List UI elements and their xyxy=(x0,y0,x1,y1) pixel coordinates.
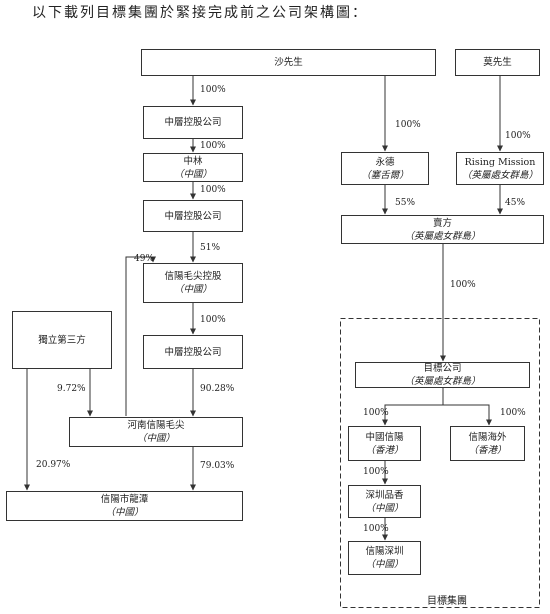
entity-zgxy: 中國信陽 （香港） xyxy=(348,426,421,461)
entity-rising-name: Rising Mission xyxy=(464,156,536,168)
entity-xymj: 信陽毛尖控股 （中國） xyxy=(143,263,243,303)
entity-henan: 河南信陽毛尖 （中國） xyxy=(69,417,243,447)
entity-seller: 賣方 （英屬處女群島） xyxy=(341,215,544,244)
pct-target-zgxy: 100% xyxy=(363,408,389,418)
pct-third-henan: 9.72% xyxy=(57,384,86,394)
pct-zgxy-szpx: 100% xyxy=(363,467,389,477)
pct-target-xyhw: 100% xyxy=(500,408,526,418)
chart-heading: 以下載列目標集團於緊接完成前之公司架構圖： xyxy=(32,5,368,21)
entity-zgxy-jurisdiction: （香港） xyxy=(365,444,404,456)
entity-xyhw-jurisdiction: （香港） xyxy=(468,444,507,456)
target-group-label: 目標集團 xyxy=(427,596,467,607)
pct-zc2-xymj: 51% xyxy=(200,243,221,253)
entity-xymj-name: 信陽毛尖控股 xyxy=(164,271,222,282)
entity-xysz-name: 信陽深圳 xyxy=(365,546,404,557)
target-group-boundary xyxy=(340,318,540,608)
entity-henan-jurisdiction: （中國） xyxy=(136,433,175,444)
entity-xyhw: 信陽海外 （香港） xyxy=(450,426,525,461)
edge-henan-xymj xyxy=(125,256,156,416)
pct-sha-yongde: 100% xyxy=(395,120,421,130)
pct-zc1-zhonglin: 100% xyxy=(200,141,226,151)
edge-target-branch xyxy=(382,388,444,426)
entity-xymj-jurisdiction: （中國） xyxy=(173,284,212,295)
entity-seller-name: 賣方 xyxy=(432,217,452,229)
entity-longtan-jurisdiction: （中國） xyxy=(105,507,144,518)
entity-zhonglin-jurisdiction: （中國） xyxy=(173,168,212,180)
entity-seller-jurisdiction: （英屬處女群島） xyxy=(404,230,481,242)
entity-zc3: 中層控股公司 xyxy=(143,335,243,369)
entity-zc2-name: 中層控股公司 xyxy=(164,210,222,222)
entity-xysz: 信陽深圳 （中國） xyxy=(348,541,421,575)
entity-yongde: 永德 （塞舌爾） xyxy=(341,152,429,185)
entity-target-name: 目標公司 xyxy=(423,363,462,374)
entity-sha: 沙先生 xyxy=(141,49,436,76)
entity-target: 目標公司 （英屬處女群島） xyxy=(355,362,530,388)
entity-longtan-name: 信陽市龍潭 xyxy=(100,494,149,505)
pct-mo-rising: 100% xyxy=(505,131,531,141)
pct-zc3-henan: 90.28% xyxy=(200,384,235,394)
pct-yongde-seller: 55% xyxy=(395,198,416,208)
entity-zc1: 中層控股公司 xyxy=(143,106,243,139)
entity-mo-name: 莫先生 xyxy=(483,57,512,68)
entity-xyhw-name: 信陽海外 xyxy=(468,431,507,443)
pct-henan-longtan: 79.03% xyxy=(200,461,235,471)
entity-henan-name: 河南信陽毛尖 xyxy=(127,420,185,431)
pct-third-longtan: 20.97% xyxy=(36,460,71,470)
entity-zc2: 中層控股公司 xyxy=(143,200,243,232)
pct-seller-target: 100% xyxy=(450,280,476,290)
entity-third-name: 獨立第三方 xyxy=(38,334,86,346)
entity-rising-jurisdiction: （英屬處女群島） xyxy=(461,169,538,181)
pct-henan-xymj: 49% xyxy=(134,254,155,264)
pct-zhonglin-zc2: 100% xyxy=(200,185,226,195)
entity-szpx: 深圳品香 （中國） xyxy=(348,485,421,518)
entity-longtan: 信陽市龍潭 （中國） xyxy=(6,491,243,521)
entity-target-jurisdiction: （英屬處女群島） xyxy=(404,376,481,387)
entity-szpx-name: 深圳品香 xyxy=(365,489,404,501)
entity-zhonglin-name: 中林 xyxy=(183,155,203,167)
edge-target-xyhw xyxy=(443,404,492,426)
entity-yongde-jurisdiction: （塞舌爾） xyxy=(361,169,409,181)
entity-xysz-jurisdiction: （中國） xyxy=(365,559,404,570)
pct-xymj-zc3: 100% xyxy=(200,315,226,325)
entity-zhonglin: 中林 （中國） xyxy=(143,153,243,182)
entity-zgxy-name: 中國信陽 xyxy=(365,431,404,443)
entity-mo: 莫先生 xyxy=(455,49,540,76)
pct-szpx-xysz: 100% xyxy=(363,524,389,534)
entity-third: 獨立第三方 xyxy=(12,311,112,369)
entity-zc1-name: 中層控股公司 xyxy=(164,117,222,128)
entity-rising: Rising Mission （英屬處女群島） xyxy=(456,152,544,185)
entity-zc3-name: 中層控股公司 xyxy=(164,346,222,358)
pct-sha-zc1: 100% xyxy=(200,85,226,95)
entity-yongde-name: 永德 xyxy=(375,156,395,168)
entity-szpx-jurisdiction: （中國） xyxy=(365,502,404,514)
entity-sha-name: 沙先生 xyxy=(274,57,303,68)
pct-rising-seller: 45% xyxy=(505,198,526,208)
